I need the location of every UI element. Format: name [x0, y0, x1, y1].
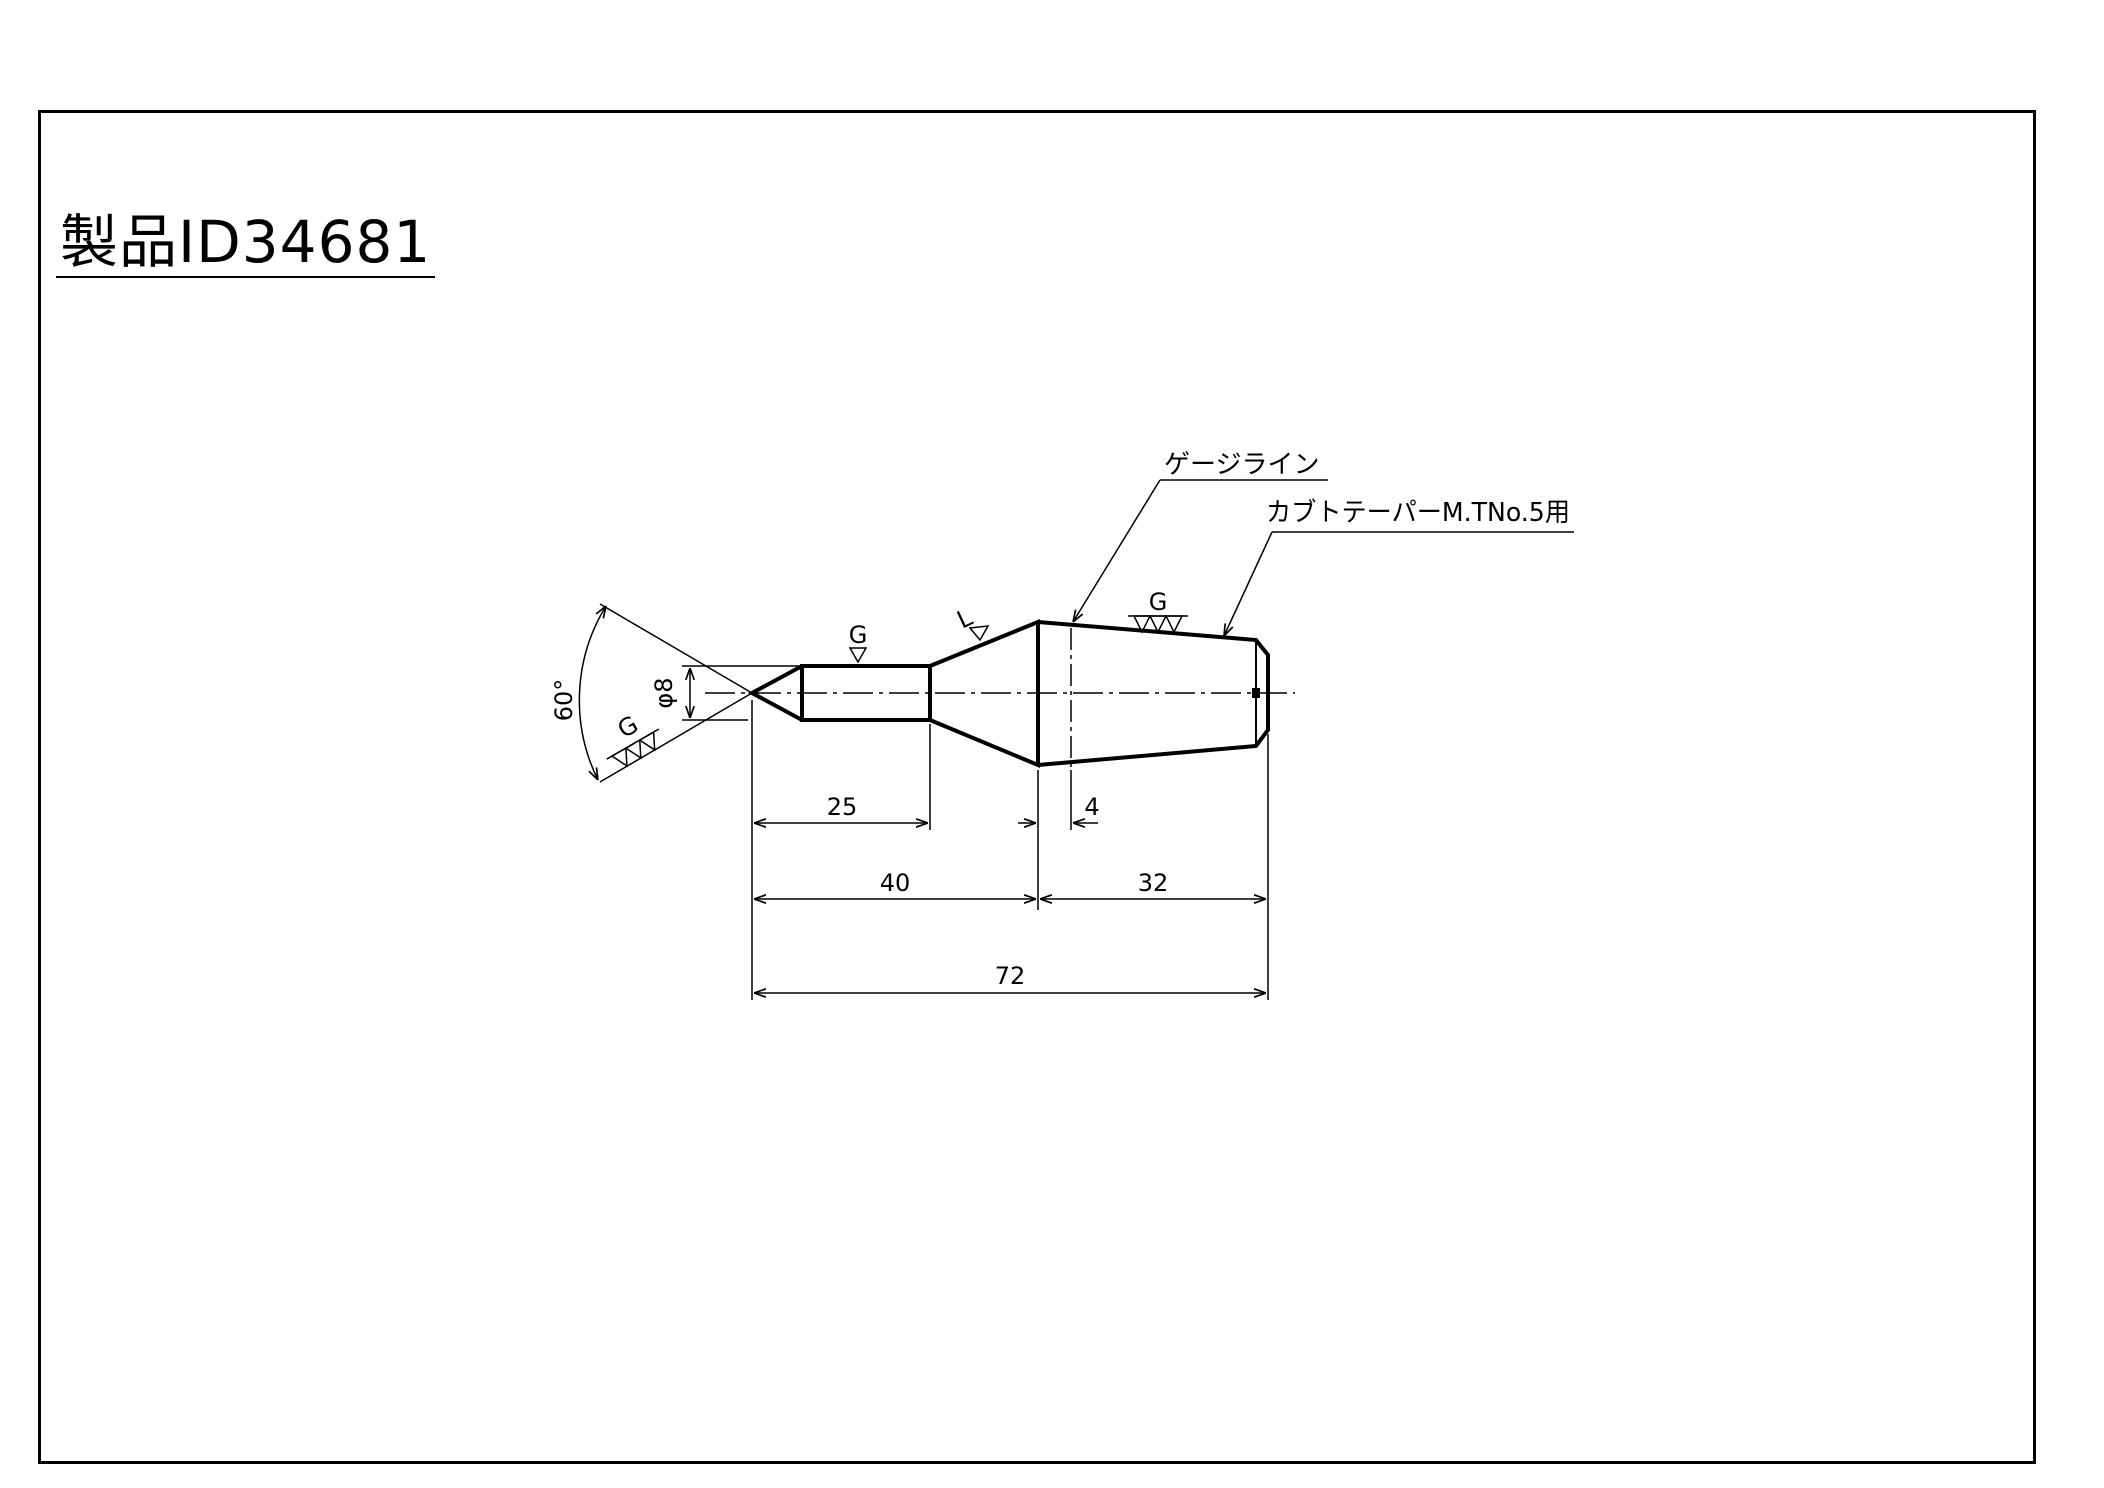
surface-finish-g-point: G — [613, 710, 643, 744]
surface-finish-shank — [1128, 615, 1188, 634]
surface-finish-point — [606, 728, 660, 768]
dimension-lines — [754, 823, 1266, 993]
gauge-line-leader — [1073, 479, 1328, 622]
dim-label-72: 72 — [995, 962, 1026, 990]
extension-lines — [751, 700, 1269, 1000]
angle-dimension — [578, 603, 753, 783]
diameter-label: φ8 — [650, 677, 678, 708]
dim-label-32: 32 — [1138, 869, 1169, 897]
angle-label: 60° — [550, 679, 578, 722]
surface-finish-cone — [968, 625, 990, 642]
gauge-line-annotation: ゲージライン — [1164, 450, 1319, 480]
surface-finish-cylinder — [848, 647, 868, 664]
dim-label-40: 40 — [880, 869, 911, 897]
dim-label-25: 25 — [827, 793, 858, 821]
drawing-title: 製品ID34681 — [56, 210, 436, 278]
taper-leader — [1224, 531, 1574, 636]
surface-finish-l-cone: L — [953, 603, 978, 634]
center-hole-mark — [1252, 688, 1260, 698]
dim-label-4: 4 — [1084, 793, 1099, 821]
taper-annotation: カブトテーパーM.TNo.5用 — [1266, 498, 1570, 528]
surface-finish-g-cylinder: G — [849, 621, 868, 649]
drawing-frame — [38, 110, 2036, 1464]
surface-finish-g-shank: G — [1149, 588, 1168, 616]
diameter-dimension — [682, 665, 800, 721]
